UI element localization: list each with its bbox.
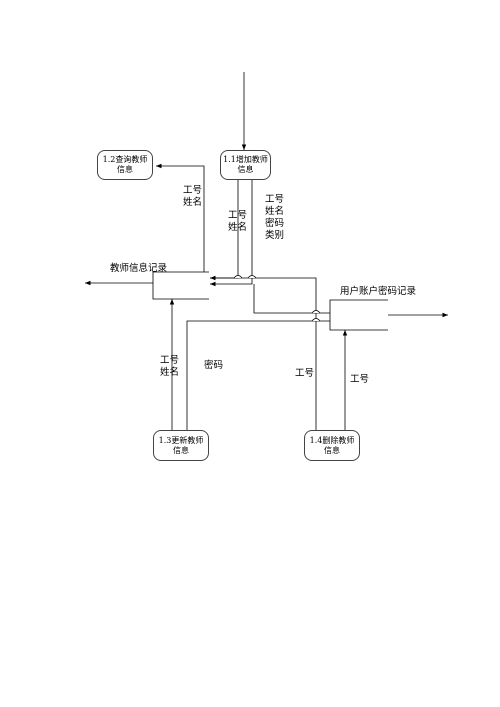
process-update-teacher-line1: 1.3更新教师 <box>158 435 204 445</box>
label-password: 密码 <box>265 218 285 229</box>
process-add-teacher[interactable]: 1.1增加教师 信息 <box>220 150 271 180</box>
process-query-teacher[interactable]: 1.2查询教师 信息 <box>97 150 153 180</box>
process-query-teacher-line1: 1.2查询教师 <box>102 155 148 164</box>
label-p13-a: 工号 姓名 <box>160 355 179 379</box>
label-name: 姓名 <box>228 222 248 233</box>
store-account-label: 用户账户密码记录 <box>340 286 417 297</box>
label-name: 姓名 <box>160 367 180 378</box>
process-update-teacher[interactable]: 1.3更新教师 信息 <box>153 430 209 461</box>
label-id: 工号 <box>265 194 285 205</box>
label-id: 工号 <box>183 185 203 196</box>
process-delete-teacher[interactable]: 1.4删除教师 信息 <box>304 430 360 461</box>
label-store-to-p12: 工号 姓名 <box>183 185 202 209</box>
process-delete-teacher-line2: 信息 <box>324 445 340 455</box>
store-account-shape <box>329 299 388 331</box>
label-p14-a: 工号 <box>295 368 315 379</box>
label-p14-b: 工号 <box>350 374 370 385</box>
bridge-mark <box>311 310 321 314</box>
flow-p11-to-store-b <box>210 180 253 287</box>
process-delete-teacher-line1: 1.4删除教师 <box>309 435 355 445</box>
flow-p11-to-account <box>253 284 330 314</box>
process-update-teacher-line2: 信息 <box>173 445 189 455</box>
flow-store-to-p12 <box>156 163 205 272</box>
process-add-teacher-line1: 1.1增加教师 <box>223 155 268 164</box>
bridge-mark <box>311 318 321 322</box>
label-p11-b: 工号 姓名 密码 类别 <box>265 194 284 242</box>
label-id: 工号 <box>228 210 248 221</box>
process-add-teacher-line2: 信息 <box>237 165 254 174</box>
flow-store-to-p14 <box>210 277 317 430</box>
store-teacher-label: 教师信息记录 <box>110 263 168 274</box>
label-type: 类别 <box>265 230 285 241</box>
label-p13-password: 密码 <box>204 360 224 371</box>
bridge-mark <box>233 275 243 279</box>
label-p11-a: 工号 姓名 <box>228 210 247 234</box>
bridge-mark <box>247 275 257 279</box>
label-name: 姓名 <box>265 206 285 217</box>
process-query-teacher-line2: 信息 <box>117 165 133 174</box>
label-id: 工号 <box>160 355 180 366</box>
store-teacher-shape <box>152 271 209 300</box>
label-name: 姓名 <box>183 197 203 208</box>
flow-p13-to-account <box>186 320 330 430</box>
